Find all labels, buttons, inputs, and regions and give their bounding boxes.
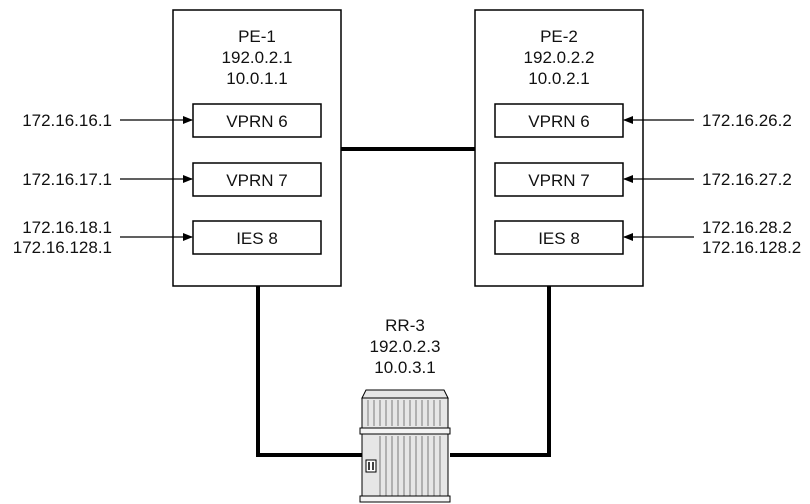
pe1-system-ip: 192.0.2.1 xyxy=(222,48,293,67)
pe1-address: 172.16.17.1 xyxy=(22,170,112,189)
pe1-service-box xyxy=(192,220,322,255)
pe1-address: 172.16.16.1 xyxy=(22,111,112,130)
pe1-address: 172.16.128.1 xyxy=(13,238,112,257)
pe2-service-box xyxy=(494,103,624,138)
pe1-service-label: IES 8 xyxy=(236,229,278,248)
rr3-interface-ip: 10.0.3.1 xyxy=(374,358,435,377)
pe2-service-label: IES 8 xyxy=(538,229,580,248)
pe2-address: 172.16.28.2 xyxy=(702,218,792,237)
pe2-interface-ip: 10.0.2.1 xyxy=(528,69,589,88)
pe1-service-label: VPRN 7 xyxy=(226,171,287,190)
pe1-address: 172.16.18.1 xyxy=(22,218,112,237)
pe2-service-label: VPRN 6 xyxy=(528,112,589,131)
pe2-name: PE-2 xyxy=(540,27,578,46)
rr3-name: RR-3 xyxy=(385,316,425,335)
pe1-service-box xyxy=(192,162,322,197)
rr3-system-ip: 192.0.2.3 xyxy=(370,337,441,356)
router-icon xyxy=(359,389,451,503)
pe1-node: PE-1 192.0.2.1 10.0.1.1 VPRN 6 VPRN 7 IE… xyxy=(172,9,342,287)
pe2-address: 172.16.26.2 xyxy=(702,111,792,130)
pe1-service-box xyxy=(192,103,322,138)
pe2-system-ip: 192.0.2.2 xyxy=(524,48,595,67)
pe2-address: 172.16.27.2 xyxy=(702,170,792,189)
link-pe2-rr3 xyxy=(450,286,551,457)
pe1-service-label: VPRN 6 xyxy=(226,112,287,131)
pe1-name: PE-1 xyxy=(238,27,276,46)
pe2-address: 172.16.128.2 xyxy=(702,238,801,257)
pe1-interface-ip: 10.0.1.1 xyxy=(226,69,287,88)
link-pe1-rr3 xyxy=(256,286,362,457)
pe2-node: PE-2 192.0.2.2 10.0.2.1 VPRN 6 VPRN 7 IE… xyxy=(474,9,644,287)
pe2-service-label: VPRN 7 xyxy=(528,171,589,190)
